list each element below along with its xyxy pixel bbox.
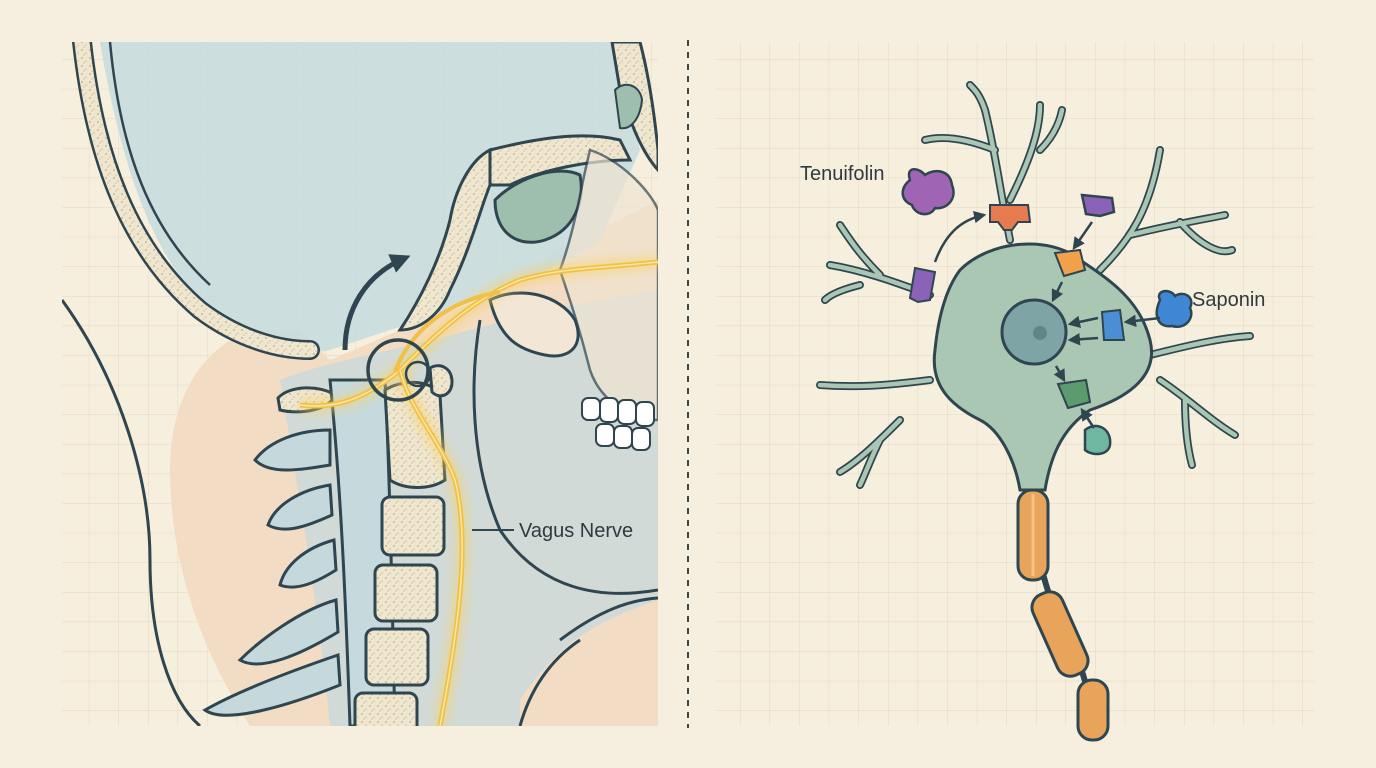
maxilla [558,148,658,422]
arrow-saponin [1123,314,1161,328]
receptor-amber [1053,248,1087,278]
teal-ligand [1083,424,1112,456]
vertebrae [353,380,447,726]
mandible-condyle [488,291,580,358]
vagus-nerve-label: Vagus Nerve [519,520,633,542]
receptor-green [1056,378,1092,410]
receptors [908,204,1126,410]
head-neck-anatomy [62,42,658,726]
saponin-label: Saponin [1192,289,1265,311]
arrow-amber-in [1051,281,1064,303]
neck-outline [62,299,201,726]
skull-bone [74,42,318,358]
receptor-purple-left [908,266,937,304]
arrow-to-green [1053,365,1066,383]
myelin-sheath-2 [1030,590,1090,678]
inner-skull-line [108,42,211,286]
tenuifolin-label: Tenuifolin [800,163,885,185]
myelin-sheath-3 [1076,678,1110,742]
focus-circle-inner [404,360,432,388]
right-panel: Tenuifolin Saponin [716,42,1314,742]
axon [1016,488,1110,742]
binding-arrows [933,210,1161,429]
upward-flow-arrow [342,254,411,351]
frontal-sinus [613,83,644,130]
focus-circle [366,338,430,402]
arrow-blue-in-2 [1067,333,1099,346]
receptor-blue [1100,308,1126,341]
cranial-cavity [100,42,640,353]
arrow-teal [1080,407,1096,429]
receptor-orange-top [989,204,1032,231]
vagus-nerve [299,255,658,726]
arrow-blue-in-1 [1067,315,1099,329]
arrow-to-top-receptor [933,210,987,263]
purple-ligand [1080,193,1116,218]
tenuifolin-molecule [901,168,955,216]
teeth [581,397,655,451]
left-panel: Vagus Nerve [62,42,658,726]
arrow-purple-ligand [1072,221,1094,251]
neuron-dendrites-fill [817,82,1253,488]
throat-outline [518,638,581,726]
nucleolus [1033,326,1047,340]
chin-outline [559,596,658,642]
atlas-tubercle [428,364,454,398]
spinous-processes [202,428,342,717]
saponin-molecule [1155,289,1193,329]
